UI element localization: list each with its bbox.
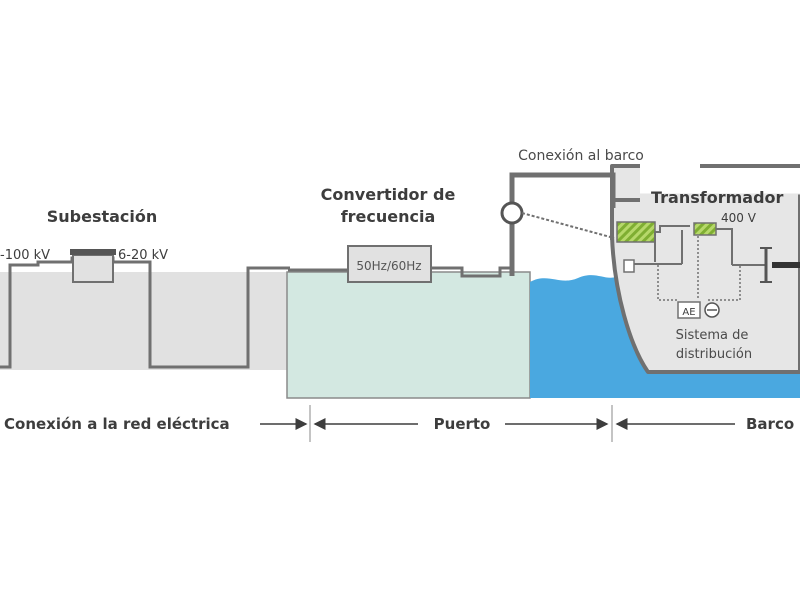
converter-box xyxy=(347,245,432,283)
label-ae: AE xyxy=(682,307,695,318)
ae-box xyxy=(677,301,701,319)
label-ship-connection: Conexión al barco xyxy=(518,148,644,164)
label-converter-1: Convertidor de xyxy=(321,185,456,204)
connection-mast xyxy=(509,172,616,276)
ship-hull xyxy=(610,164,800,374)
label-distribution-2: distribución xyxy=(676,347,752,362)
section-port: Puerto xyxy=(434,415,491,433)
label-transformer: Transformador xyxy=(651,188,784,207)
substation-cap xyxy=(70,249,116,255)
label-frequency: 50Hz/60Hz xyxy=(356,259,421,273)
grid-band xyxy=(0,272,290,370)
label-low-voltage: 400 V xyxy=(721,211,757,225)
ship-inlet-box xyxy=(616,221,656,243)
section-ship: Barco xyxy=(746,415,794,433)
cable-reel xyxy=(500,201,524,225)
label-distribution-1: Sistema de xyxy=(676,328,749,343)
transformer-box xyxy=(693,222,717,236)
label-medium-voltage: 6-20 kV xyxy=(118,248,168,263)
label-converter-2: frecuencia xyxy=(341,207,436,226)
label-high-voltage: -100 kV xyxy=(0,248,50,263)
label-substation: Subestación xyxy=(47,207,158,226)
substation-box xyxy=(72,254,114,283)
section-grid: Conexión a la red eléctrica xyxy=(4,415,230,433)
cable xyxy=(521,212,615,239)
port-area xyxy=(286,271,531,399)
